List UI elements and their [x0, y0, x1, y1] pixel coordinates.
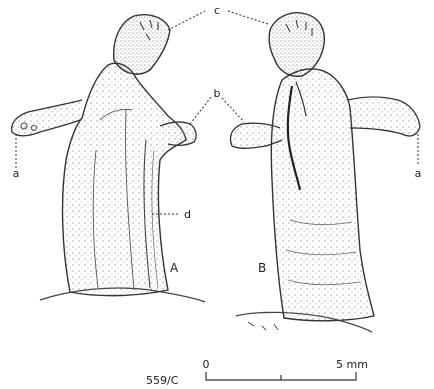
specimen-a-head	[114, 15, 170, 74]
specimen-a-left-arm	[12, 100, 82, 136]
scale-bar: 0 5 mm	[203, 358, 368, 380]
panel-label-b: B	[258, 261, 266, 275]
callout-b: b	[214, 87, 221, 100]
specimen-a	[12, 15, 205, 302]
callout-d: d	[184, 208, 191, 221]
callout-a-left: a	[13, 167, 20, 180]
callout-a-right: a	[415, 167, 422, 180]
specimen-b	[230, 13, 420, 332]
scale-bar-start: 0	[203, 358, 210, 371]
specimen-code: 559/C	[146, 374, 179, 387]
scale-bar-end: 5 mm	[336, 358, 368, 371]
specimen-a-body	[63, 63, 186, 295]
specimen-b-right-arm	[348, 97, 420, 136]
panel-label-a: A	[170, 261, 179, 275]
callout-c: c	[214, 4, 220, 17]
scale-bar-line	[206, 372, 356, 380]
